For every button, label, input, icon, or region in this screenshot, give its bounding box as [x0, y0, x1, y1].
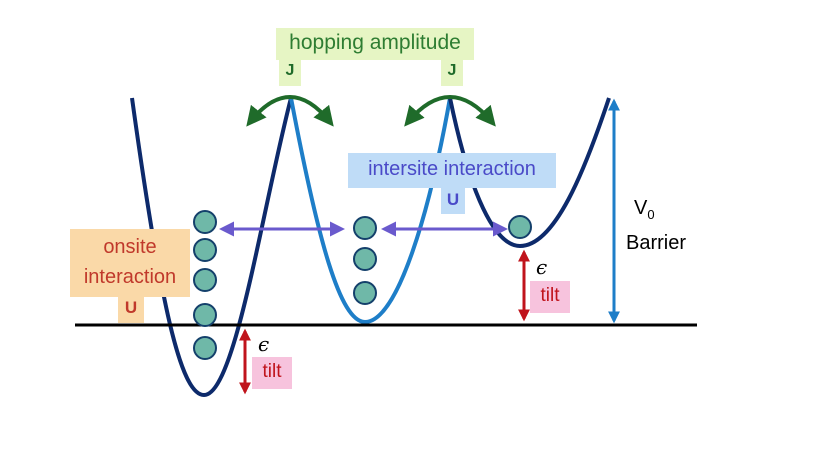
onsite-label-line2: interaction	[83, 266, 177, 288]
middle-well-curve	[289, 97, 452, 325]
atom	[508, 215, 532, 239]
intersite-u-label: U	[446, 190, 460, 209]
intersite-label-bg	[348, 153, 556, 188]
j-tab-left-bg	[279, 60, 301, 86]
intersite-label: intersite interaction	[368, 158, 536, 180]
j-label-right: J	[447, 62, 457, 79]
tilt-label-right: tilt	[540, 285, 560, 306]
v-subscript: 0	[647, 207, 655, 222]
atom	[353, 247, 377, 271]
atom	[353, 216, 377, 240]
j-label-left: J	[285, 62, 295, 79]
barrier-label: Barrier	[626, 232, 687, 254]
v0-label: V0	[634, 197, 655, 222]
hopping-arrow-left	[246, 95, 334, 127]
onsite-u-label: U	[124, 298, 138, 317]
atom	[193, 336, 217, 360]
intersite-u-bg	[441, 188, 465, 214]
hopping-label-bg	[276, 28, 474, 60]
tilt-label-left-bg	[252, 357, 292, 389]
onsite-u-bg	[118, 297, 144, 323]
onsite-label-line1: onsite	[103, 236, 157, 258]
atom	[193, 238, 217, 262]
atom	[193, 303, 217, 327]
onsite-label-bg	[70, 229, 190, 297]
v-symbol: V	[634, 197, 648, 219]
atom	[193, 210, 217, 234]
epsilon-label-left: ϵ	[258, 332, 270, 356]
hopping-arrow-right	[404, 95, 496, 127]
tilt-label-right-bg	[530, 281, 570, 313]
j-tab-right-bg	[441, 60, 463, 86]
hopping-label: hopping amplitude	[289, 31, 461, 54]
epsilon-label-right: ϵ	[536, 255, 548, 279]
atom	[193, 268, 217, 292]
tilt-label-left: tilt	[262, 361, 282, 382]
atom	[353, 281, 377, 305]
